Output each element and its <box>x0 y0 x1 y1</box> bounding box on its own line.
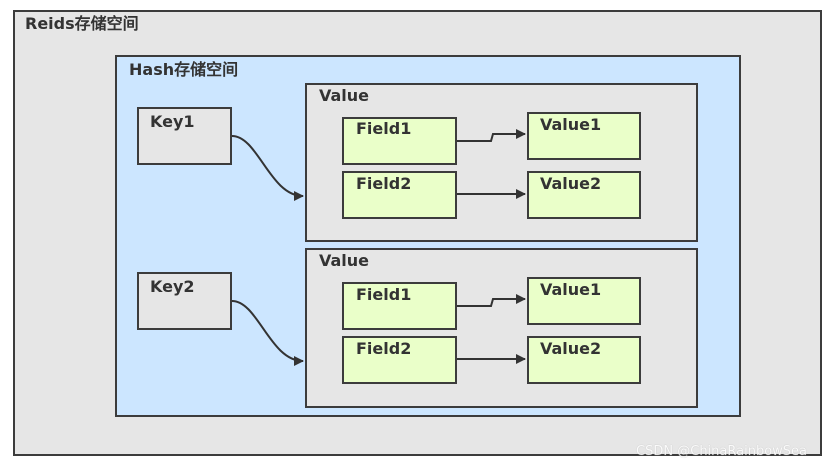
group1-field1-box <box>342 117 457 165</box>
key2-label: Key2 <box>150 277 195 296</box>
group2-value1-box <box>527 277 641 325</box>
key2-to-value-arrow <box>231 300 304 366</box>
key2-box <box>137 272 232 330</box>
group1-value1-box <box>527 112 641 160</box>
redis-space-title: Reids存储空间 <box>25 14 139 33</box>
key1-box <box>137 107 232 165</box>
group2-field1-box <box>342 282 457 330</box>
group1-value2-box <box>527 171 641 219</box>
group2-value2-label: Value2 <box>540 339 602 358</box>
key1-label: Key1 <box>150 112 195 131</box>
group2-value2-box <box>527 336 641 384</box>
group1-field2-label: Field2 <box>356 174 412 193</box>
value-box-1-title: Value <box>319 86 370 105</box>
value-box-2-title: Value <box>319 251 370 270</box>
g2-field1-to-value1-arrow <box>457 294 526 307</box>
group1-field2-box <box>342 171 457 219</box>
group1-field1-label: Field1 <box>356 119 412 138</box>
group2-field2-box <box>342 336 457 384</box>
hash-space-title: Hash存储空间 <box>129 60 239 79</box>
group2-field2-label: Field2 <box>356 339 412 358</box>
key1-to-value-arrow <box>231 135 304 201</box>
group2-value1-label: Value1 <box>540 280 602 299</box>
group1-value2-label: Value2 <box>540 174 602 193</box>
g1-field1-to-value1-arrow <box>457 129 526 142</box>
group1-value1-label: Value1 <box>540 115 602 134</box>
group2-field1-label: Field1 <box>356 285 412 304</box>
watermark: CSDN @ChinaRainbowSea <box>636 444 807 459</box>
